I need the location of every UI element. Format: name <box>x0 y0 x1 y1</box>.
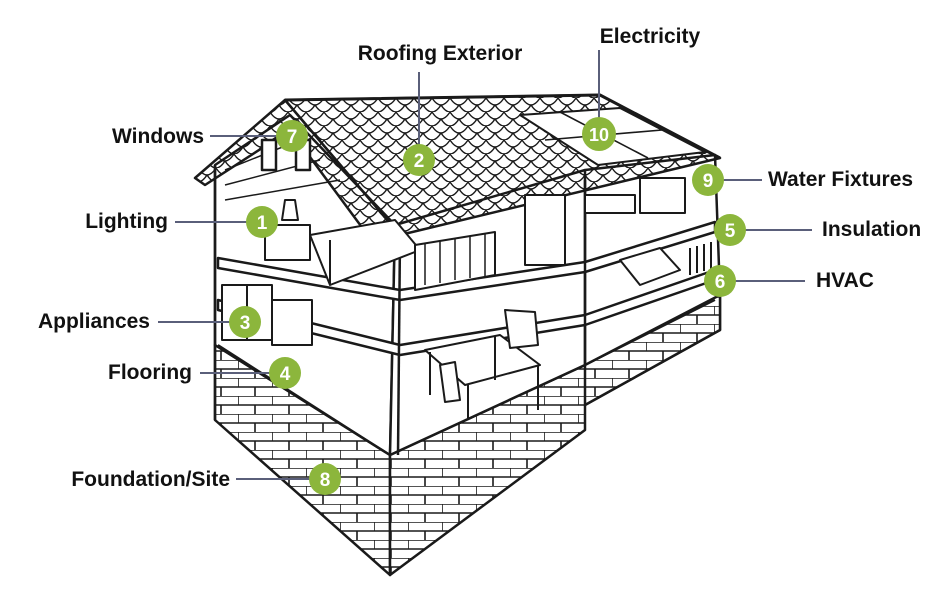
label-windows: Windows <box>112 125 204 148</box>
marker-number-9: 9 <box>703 171 714 192</box>
marker-5: 5 <box>714 214 746 246</box>
marker-number-6: 6 <box>715 272 726 293</box>
marker-2: 2 <box>403 144 435 176</box>
marker-8: 8 <box>309 463 341 495</box>
marker-number-8: 8 <box>320 470 331 491</box>
label-roofing: Roofing Exterior <box>357 42 523 65</box>
marker-number-7: 7 <box>287 127 298 148</box>
marker-10: 10 <box>582 117 616 151</box>
label-foundation: Foundation/Site <box>71 468 230 491</box>
marker-number-1: 1 <box>257 213 268 234</box>
label-lighting: Lighting <box>85 210 168 233</box>
marker-6: 6 <box>704 265 736 297</box>
label-water: Water Fixtures <box>768 168 914 191</box>
marker-number-3: 3 <box>240 313 251 334</box>
label-appliances: Appliances <box>37 310 150 333</box>
attic-window <box>260 138 278 172</box>
marker-4: 4 <box>269 357 301 389</box>
dining-set <box>424 309 541 418</box>
marker-9: 9 <box>692 164 724 196</box>
markers: 1 2 3 4 5 6 7 8 9 10 <box>229 117 746 495</box>
marker-7: 7 <box>276 120 308 152</box>
marker-number-5: 5 <box>725 221 736 242</box>
label-insulation: Insulation <box>822 218 922 241</box>
marker-3: 3 <box>229 306 261 338</box>
marker-1: 1 <box>246 206 278 238</box>
label-electricity: Electricity <box>599 25 701 48</box>
marker-number-4: 4 <box>280 364 291 385</box>
ground-floor <box>217 299 716 456</box>
label-hvac: HVAC <box>816 269 874 292</box>
marker-number-2: 2 <box>414 151 425 172</box>
house-structure <box>193 93 722 577</box>
bedroom-furniture <box>264 199 496 291</box>
label-flooring: Flooring <box>108 361 192 384</box>
marker-number-10: 10 <box>589 125 609 145</box>
